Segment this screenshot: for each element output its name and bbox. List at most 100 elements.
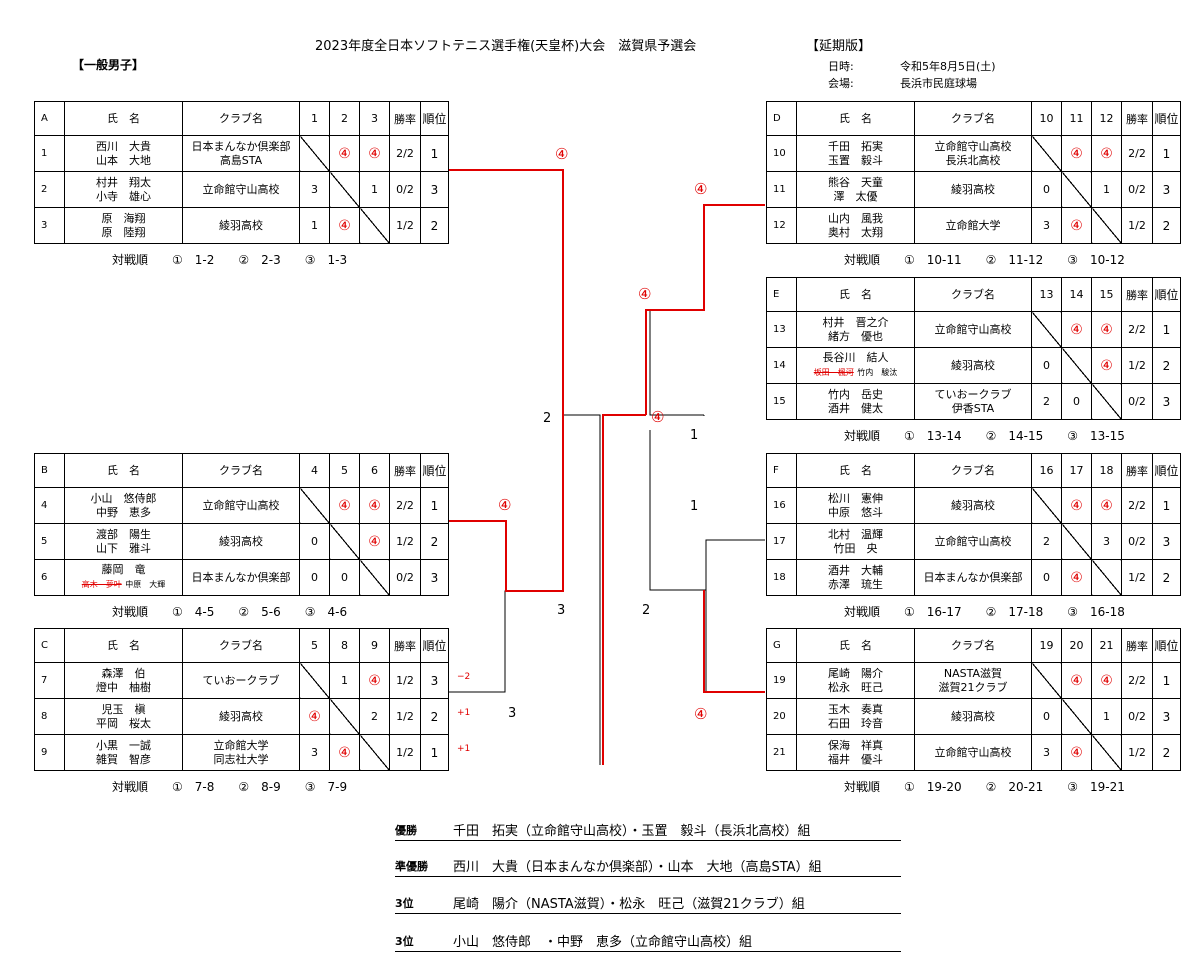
bracket-score-de: ④	[638, 285, 652, 303]
pair-id: 17	[766, 523, 797, 560]
player-1: 小黒 一誠	[96, 738, 151, 752]
match-result: 0	[1061, 383, 1092, 420]
pair-club: 綾羽高校	[914, 487, 1032, 524]
club-1: 綾羽高校	[951, 182, 995, 196]
pair-names: 熊谷 天童 澤 太優	[796, 171, 915, 208]
pair-names: 児玉 槇 平岡 桜太	[64, 698, 183, 735]
round-header: 21	[1091, 628, 1122, 663]
win-rate: 1/2	[1121, 207, 1153, 244]
pair-names: 酒井 大輔 赤澤 琉生	[796, 559, 915, 596]
match-result: ④	[329, 207, 360, 244]
player-2: 燈中 柚樹	[96, 680, 151, 694]
match-result: ④	[329, 487, 360, 524]
match-result: ④	[1061, 207, 1092, 244]
match-result	[359, 734, 390, 771]
pair-id: 12	[766, 207, 797, 244]
pair-club: 立命館守山高校	[914, 311, 1032, 348]
pair-club: 綾羽高校	[914, 698, 1032, 735]
player-2: 平岡 桜太	[96, 716, 151, 730]
win-rate: 0/2	[1121, 698, 1153, 735]
pair-names: 渡部 陽生 山下 雅斗	[64, 523, 183, 560]
rank: 3	[1152, 523, 1181, 560]
pair-club: 立命館守山高校	[914, 523, 1032, 560]
pair-club: 立命館守山高校	[182, 487, 300, 524]
match-order-c: 対戦順 ① 7-8 ② 8-9 ③ 7-9	[112, 780, 348, 794]
match-result: 3	[299, 734, 330, 771]
match-result: ④	[329, 135, 360, 172]
player-1: 原 海翔	[101, 211, 146, 225]
score-adjustment: +1	[457, 708, 471, 718]
club-1: NASTA滋賀	[943, 666, 1003, 680]
pair-club: 日本まんなか倶楽部	[914, 559, 1032, 596]
pair-id: 3	[34, 207, 65, 244]
player-2: 酒井 健太	[828, 401, 883, 415]
player-1: 村井 翔太	[96, 175, 151, 189]
round-header: 6	[359, 453, 390, 488]
bracket-score-e: 1	[690, 428, 699, 443]
result-key: 優勝	[395, 824, 417, 837]
player-2: 松永 旺己	[828, 680, 883, 694]
match-result	[299, 487, 330, 524]
pair-club: 綾羽高校	[182, 698, 300, 735]
rank-header: 順位	[1152, 101, 1181, 136]
win-rate-header: 勝率	[1121, 277, 1153, 312]
rank-header: 順位	[420, 101, 449, 136]
date-label: 日時:	[828, 60, 854, 73]
pair-names: 北村 温輝 竹田 央	[796, 523, 915, 560]
result-key: 3位	[395, 935, 414, 948]
match-result	[1091, 559, 1122, 596]
club-1: 立命館守山高校	[934, 322, 1012, 336]
club-1: 立命館大学	[945, 218, 1001, 232]
result-key: 準優勝	[395, 860, 428, 873]
bracket-score-ab: 2	[543, 411, 552, 426]
rank: 1	[1152, 487, 1181, 524]
bracket-line-e	[649, 310, 704, 416]
match-result: ④	[1091, 487, 1122, 524]
player-1: 保海 祥真	[828, 738, 883, 752]
bracket-line-d-win	[645, 204, 765, 415]
club-header: クラブ名	[914, 628, 1032, 663]
pair-id: 8	[34, 698, 65, 735]
win-rate-header: 勝率	[389, 453, 421, 488]
player-1: 児玉 槇	[101, 702, 146, 716]
win-rate: 0/2	[1121, 523, 1153, 560]
rank-header: 順位	[1152, 628, 1181, 663]
rank: 1	[420, 487, 449, 524]
win-rate: 0/2	[389, 559, 421, 596]
club-1: 日本まんなか倶楽部	[923, 570, 1023, 584]
match-result: 0	[329, 559, 360, 596]
rank: 2	[1152, 734, 1181, 771]
player-1: 竹内 岳史	[828, 387, 883, 401]
win-rate: 2/2	[389, 135, 421, 172]
pair-names: 小黒 一誠 雑賀 智彦	[64, 734, 183, 771]
score-adjustment: −2	[457, 672, 471, 682]
pair-club: 綾羽高校	[182, 207, 300, 244]
pair-id: 11	[766, 171, 797, 208]
player-1: 北村 温輝	[828, 527, 883, 541]
round-header: 15	[1091, 277, 1122, 312]
pair-names: 村井 翔太 小寺 雄心	[64, 171, 183, 208]
bracket-score-g: ④	[694, 705, 708, 723]
name-header: 氏 名	[64, 101, 183, 136]
match-order-g: 対戦順 ① 19-20 ② 20-21 ③ 19-21	[844, 780, 1125, 794]
match-order-f: 対戦順 ① 16-17 ② 17-18 ③ 16-18	[844, 605, 1125, 619]
match-result: 2	[1031, 383, 1062, 420]
player-1: 熊谷 天童	[828, 175, 883, 189]
player-1: 長谷川 結人	[822, 351, 889, 364]
rank: 2	[420, 698, 449, 735]
match-result	[329, 523, 360, 560]
bracket-line-fg-up	[649, 430, 706, 591]
match-result	[1091, 734, 1122, 771]
match-order-d: 対戦順 ① 10-11 ② 11-12 ③ 10-12	[844, 253, 1125, 267]
bracket-score-b: ④	[498, 496, 512, 514]
player-1: 松川 憲伸	[828, 491, 883, 505]
club-1: 綾羽高校	[219, 218, 263, 232]
match-result	[299, 135, 330, 172]
